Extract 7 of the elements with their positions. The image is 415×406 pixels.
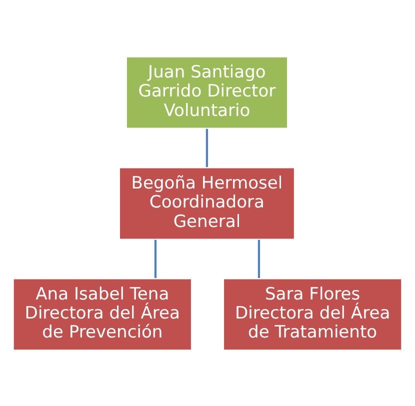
node-box: Sara Flores Directora del Área de Tratamiento — [222, 276, 404, 352]
connector — [206, 128, 208, 167]
connector — [258, 239, 260, 278]
node-box: Juan Santiago Garrido Director Voluntario — [124, 54, 290, 130]
connector — [154, 239, 157, 278]
node-box: Begoña Hermosel Coordinadora General — [118, 166, 296, 240]
node-box: Ana Isabel Tena Directora del Área de Prevención — [12, 276, 194, 352]
